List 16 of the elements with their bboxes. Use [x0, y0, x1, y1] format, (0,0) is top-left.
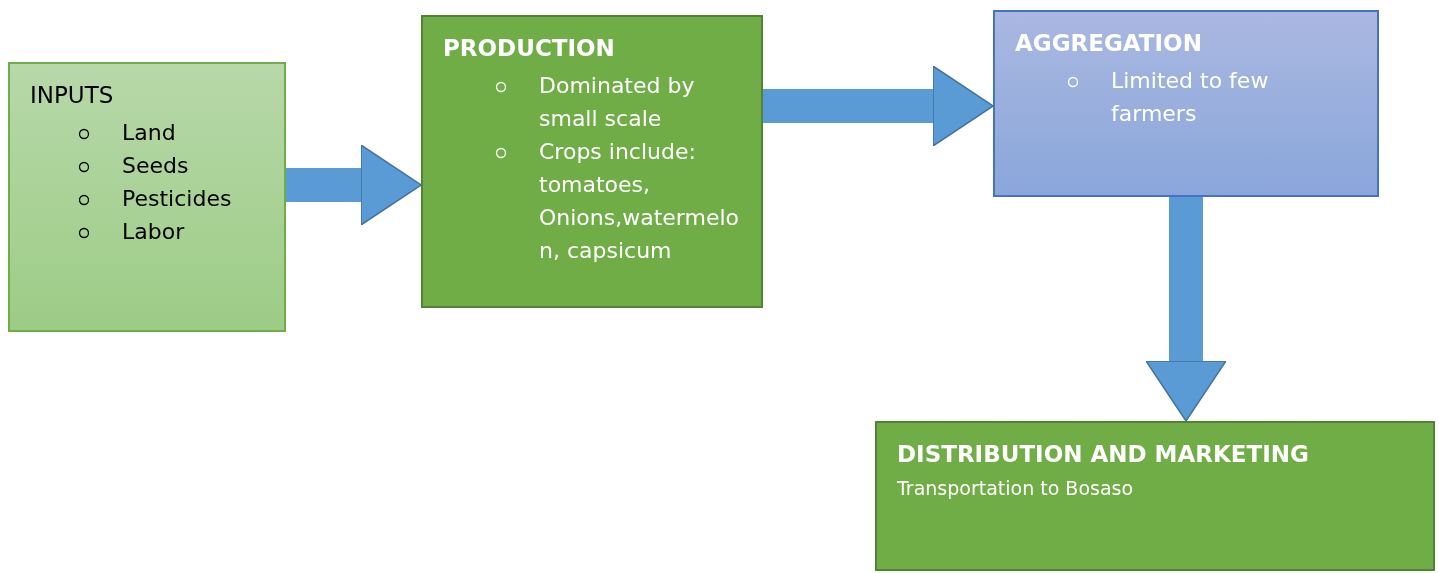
process-box	[421, 15, 763, 308]
box-heading: PRODUCTION	[443, 35, 616, 61]
process-box	[8, 62, 286, 332]
bullet-text: Land	[122, 120, 176, 145]
bullet-text: Crops include: tomatoes, Onions,watermelon, capsicum	[539, 139, 740, 263]
bullet-text: Pesticides	[122, 186, 232, 211]
bullet-text: Labor	[122, 219, 185, 244]
bullet-text: Dominated by small scale	[539, 73, 695, 131]
process-box	[875, 421, 1435, 571]
box-heading: AGGREGATION	[1015, 30, 1203, 56]
bullet-text: Seeds	[122, 153, 189, 178]
box-heading: DISTRIBUTION AND MARKETING	[897, 441, 1310, 467]
box-text: Transportation to Bosaso	[897, 476, 1135, 501]
box-heading: INPUTS	[30, 82, 115, 108]
bullet-text: Limited to few farmers	[1111, 68, 1269, 126]
process-box	[993, 10, 1379, 197]
